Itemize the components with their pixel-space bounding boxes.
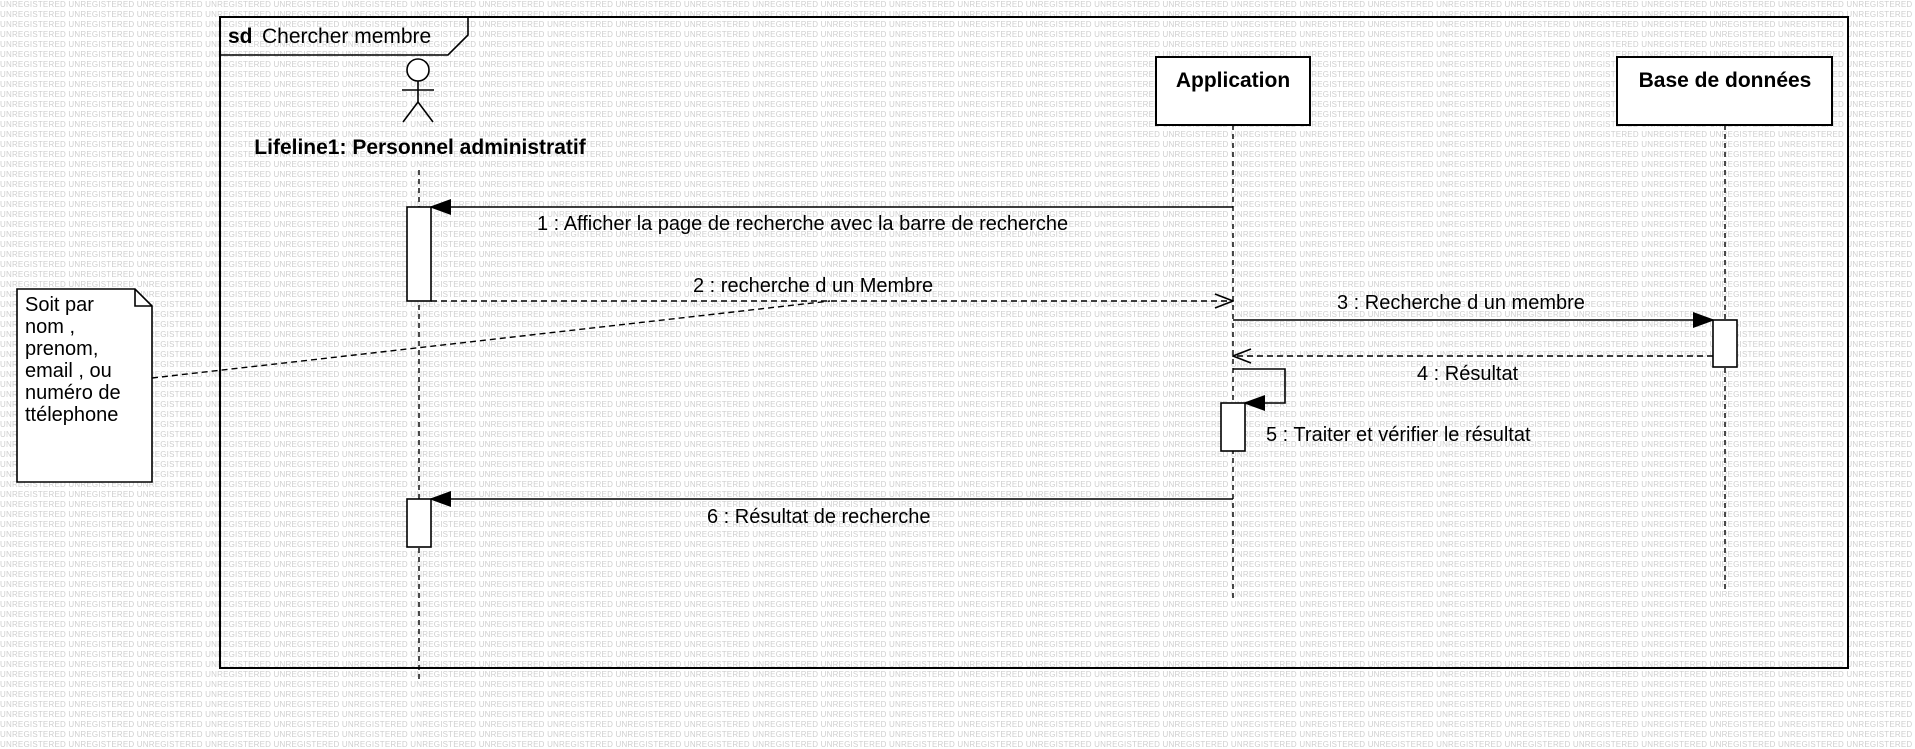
database-lifeline-label: Base de données [1639,69,1812,92]
message-3-label: 3 : Recherche d un membre [1337,292,1585,314]
actor-stick-figure-icon [402,58,434,123]
application-lifeline-label: Application [1176,69,1290,92]
database-lifeline: Base de données [1616,56,1833,590]
message-1-label: 1 : Afficher la page de recherche avec l… [537,213,1068,235]
message-2-label: 2 : recherche d un Membre [693,275,933,297]
database-activation-bar [1712,319,1738,368]
actor-lifeline-label: Lifeline1: Personnel administratif [254,136,586,159]
message-6-label: 6 : Résultat de recherche [707,506,930,528]
message-5-arrow [1233,368,1286,411]
message-5-label: 5 : Traiter et vérifier le résultat [1266,424,1531,446]
note-connector [151,300,831,379]
note-shape [16,288,153,483]
message-5: 5 : Traiter et vérifier le résultat [1233,368,1531,446]
database-lifeline-head [1616,56,1833,126]
message-1: 1 : Afficher la page de recherche avec l… [429,199,1233,235]
frame-name: Chercher membre [262,25,431,48]
sd-frame: sd Chercher membre [219,16,1849,669]
actor-activation-bar [406,206,432,302]
note-folded-corner [134,289,152,307]
application-lifeline: Application [1155,56,1311,600]
frame-keyword: sd [228,25,253,48]
message-6: 6 : Résultat de recherche [429,491,1233,528]
note [16,288,831,483]
message-2: 2 : recherche d un Membre [431,275,1233,301]
message-3: 3 : Recherche d un membre [1233,292,1715,328]
application-activation-bar [1220,402,1246,452]
note-text: Soit par nom , prenom, email , ou numéro… [25,294,121,426]
actor-activation-bar [406,498,432,548]
actor-lifeline: Lifeline1: Personnel administratif [254,58,587,680]
frame-border [219,16,1849,669]
frame-label-tab [220,17,469,56]
message-4-label: 4 : Résultat [1417,363,1519,385]
message-4: 4 : Résultat [1233,356,1713,385]
